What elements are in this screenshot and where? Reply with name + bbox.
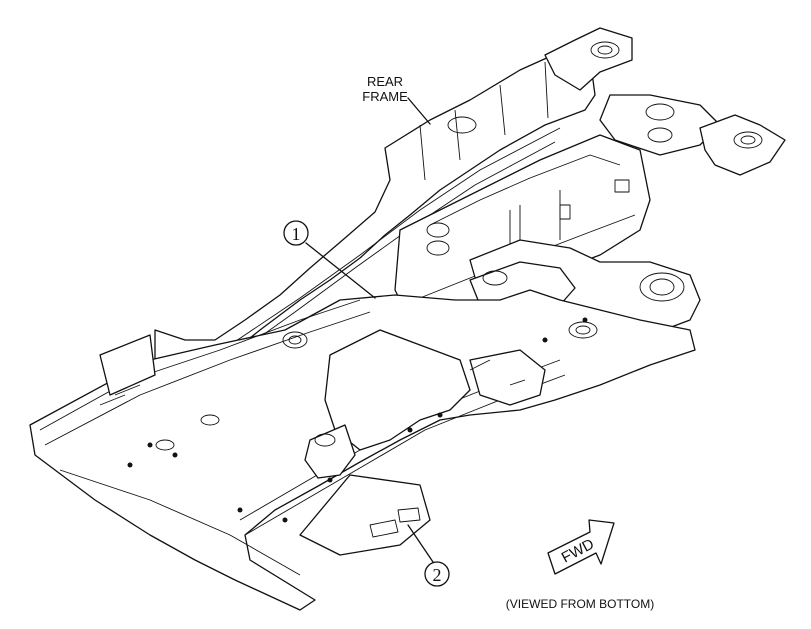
- callout-1-circle: [283, 220, 309, 246]
- callout-1-number: 1: [292, 224, 301, 244]
- rear-frame-label-line2: FRAME: [362, 89, 408, 104]
- rear-frame-label-line1: REAR: [367, 74, 403, 89]
- rear-frame-label: REAR FRAME: [362, 74, 431, 125]
- rear-cross-members: [426, 27, 786, 336]
- callout-2-circle: [424, 561, 450, 587]
- forward-arrow: FWD: [547, 519, 615, 575]
- callout-2: 2: [407, 524, 450, 587]
- rear-frame-leader-line: [407, 97, 431, 125]
- forward-arrow-shape: [547, 519, 615, 575]
- callout-1: 1: [283, 220, 376, 299]
- callout-1-leader-line: [305, 242, 376, 299]
- view-orientation-caption: (VIEWED FROM BOTTOM): [506, 597, 654, 611]
- callout-2-leader-line: [407, 524, 434, 563]
- front-frame-rail: [29, 289, 696, 611]
- callout-2-number: 2: [433, 565, 442, 585]
